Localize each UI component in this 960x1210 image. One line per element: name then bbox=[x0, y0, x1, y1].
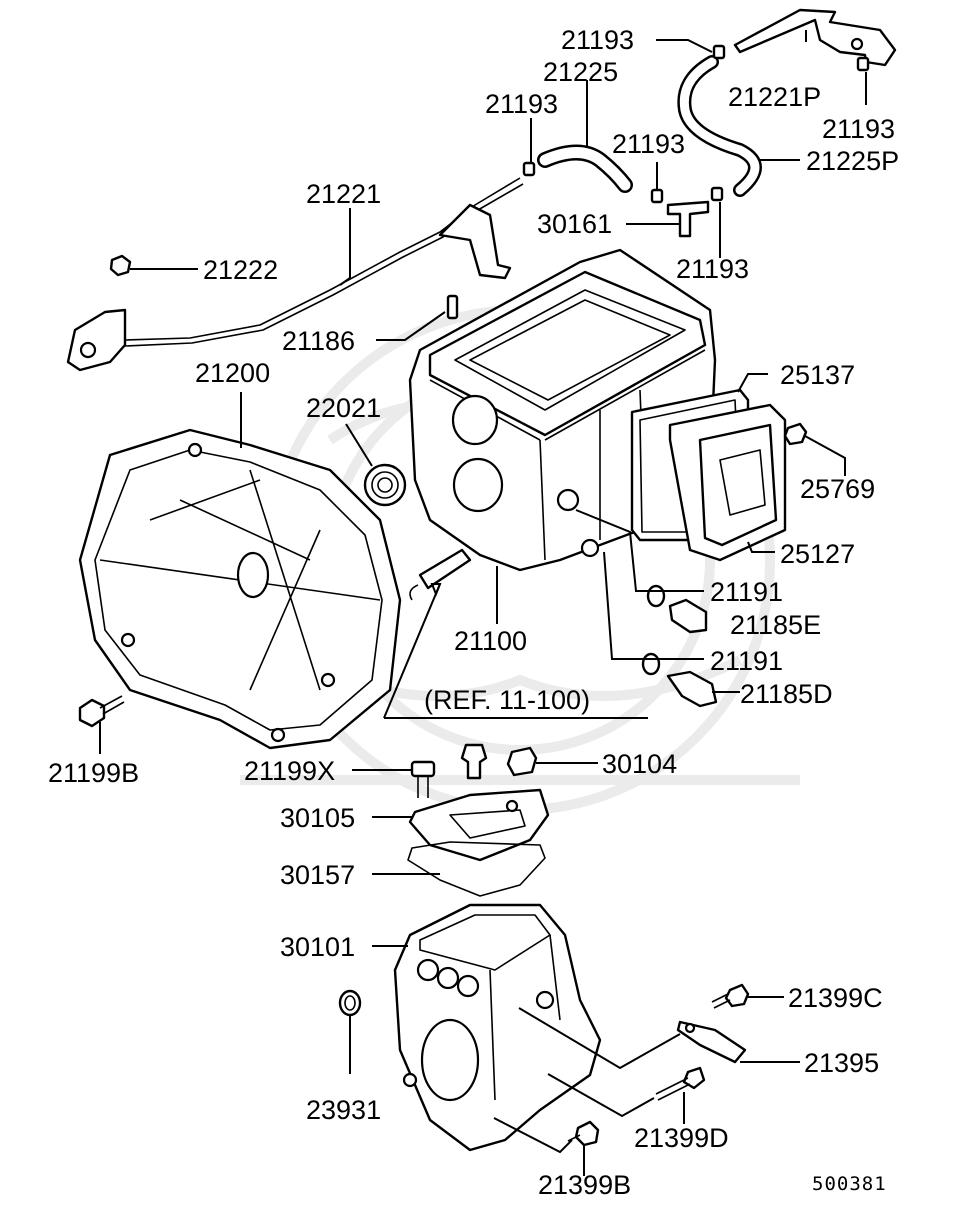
label-21185e: 21185E bbox=[730, 610, 821, 640]
plug-21185e bbox=[668, 598, 708, 634]
clamps-21193 bbox=[522, 44, 870, 204]
nut-21222 bbox=[109, 254, 132, 277]
label-21193-center: 21193 bbox=[612, 129, 685, 159]
label-21399c: 21399C bbox=[788, 983, 883, 1013]
label-30161: 30161 bbox=[537, 209, 612, 239]
leader-lines bbox=[99, 30, 867, 1176]
washer-21191-lower bbox=[641, 652, 661, 676]
label-21395: 21395 bbox=[804, 1048, 879, 1078]
bolt-21399d bbox=[655, 1066, 706, 1101]
dust-seal-21100-pipe bbox=[409, 548, 472, 601]
label-30157: 30157 bbox=[280, 860, 355, 890]
dowel-pin-21186 bbox=[446, 294, 459, 320]
label-30105: 30105 bbox=[280, 803, 355, 833]
label-21193-lower: 21193 bbox=[676, 254, 749, 284]
breather-tee-30161 bbox=[666, 200, 710, 238]
bolt-21199b-left bbox=[78, 695, 125, 728]
side-cover-25127 bbox=[668, 403, 787, 562]
clutch-housing-21200 bbox=[78, 428, 402, 750]
label-22021: 22021 bbox=[306, 393, 381, 423]
label-21200: 21200 bbox=[195, 358, 270, 388]
label-21193-left: 21193 bbox=[485, 89, 558, 119]
label-21221: 21221 bbox=[306, 179, 381, 209]
bracket-21395 bbox=[676, 1020, 747, 1064]
label-21100: 21100 bbox=[454, 626, 527, 656]
breather-hose-21225p bbox=[677, 55, 762, 197]
label-21399d: 21399D bbox=[634, 1123, 729, 1153]
label-21199x: 21199X bbox=[244, 756, 335, 786]
bolt-21399b-bottom bbox=[567, 1120, 600, 1147]
label-21225: 21225 bbox=[543, 57, 618, 87]
label-21186: 21186 bbox=[282, 326, 355, 356]
transfer-case-30101 bbox=[393, 903, 602, 1152]
label-21193-right: 21193 bbox=[822, 114, 895, 144]
pin-unlabeled bbox=[460, 743, 488, 780]
breather-pipe-21221 bbox=[66, 177, 524, 372]
plug-21185d bbox=[666, 670, 718, 708]
diagram-code: 500381 bbox=[812, 1173, 887, 1195]
label-30101: 30101 bbox=[280, 932, 355, 962]
label-ref-11-100: (REF. 11-100) bbox=[424, 685, 590, 715]
shift-plate-30105 bbox=[408, 788, 550, 862]
oil-seal-23931 bbox=[338, 989, 362, 1017]
part-labels: 21193 21225 21193 21221P 21193 21193 212… bbox=[48, 25, 899, 1200]
label-21399b-bottom: 21399B bbox=[538, 1170, 631, 1200]
washer-21191-upper bbox=[646, 584, 666, 608]
label-21225p: 21225P bbox=[806, 146, 899, 176]
bearing-22021 bbox=[363, 463, 407, 507]
label-23931: 23931 bbox=[306, 1095, 381, 1125]
label-30104: 30104 bbox=[602, 749, 677, 779]
label-21191-upper: 21191 bbox=[710, 577, 783, 607]
breather-plug-30104 bbox=[506, 746, 538, 777]
label-21191-lower: 21191 bbox=[710, 646, 783, 676]
bolt-25769 bbox=[783, 422, 808, 446]
label-21199b-left: 21199B bbox=[48, 758, 139, 788]
breather-hose-21225 bbox=[537, 144, 633, 193]
breather-pipe-21221p bbox=[733, 8, 897, 67]
label-21221p: 21221P bbox=[728, 82, 821, 112]
label-25137: 25137 bbox=[780, 360, 855, 390]
label-25769: 25769 bbox=[800, 474, 875, 504]
bolt-21399c bbox=[711, 983, 750, 1009]
label-21193-top: 21193 bbox=[561, 25, 634, 55]
label-25127: 25127 bbox=[780, 539, 855, 569]
label-21222: 21222 bbox=[203, 255, 278, 285]
label-21185d: 21185D bbox=[740, 679, 833, 709]
gasket-30157 bbox=[407, 841, 546, 897]
